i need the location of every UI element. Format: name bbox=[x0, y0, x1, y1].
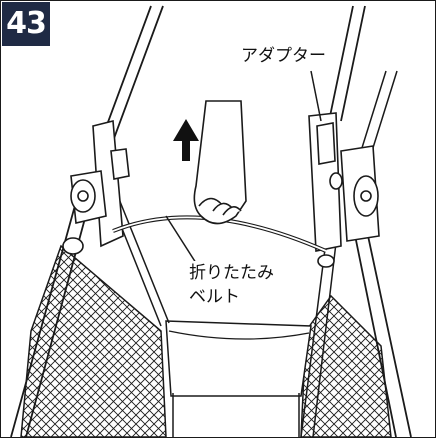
folding-belt-label: 折りたたみ ベルト bbox=[186, 261, 277, 309]
right-adapter bbox=[308, 112, 380, 268]
adapter-label: アダプター bbox=[241, 46, 326, 66]
folding-belt-label-line2: ベルト bbox=[189, 287, 240, 307]
right-handle-tube bbox=[328, 5, 366, 122]
adapter-leader-line bbox=[310, 70, 322, 122]
seat-basket bbox=[165, 320, 312, 397]
right-mesh-panel bbox=[300, 294, 392, 437]
step-number-badge: 43 bbox=[2, 2, 50, 46]
left-handle-tube bbox=[100, 5, 164, 142]
left-mesh-panel bbox=[20, 244, 167, 437]
folding-belt-label-line1: 折りたたみ bbox=[189, 263, 274, 283]
belt-leader-line bbox=[165, 215, 197, 264]
hand bbox=[193, 100, 247, 225]
left-hinge bbox=[62, 119, 130, 255]
up-arrow-icon bbox=[173, 119, 199, 161]
